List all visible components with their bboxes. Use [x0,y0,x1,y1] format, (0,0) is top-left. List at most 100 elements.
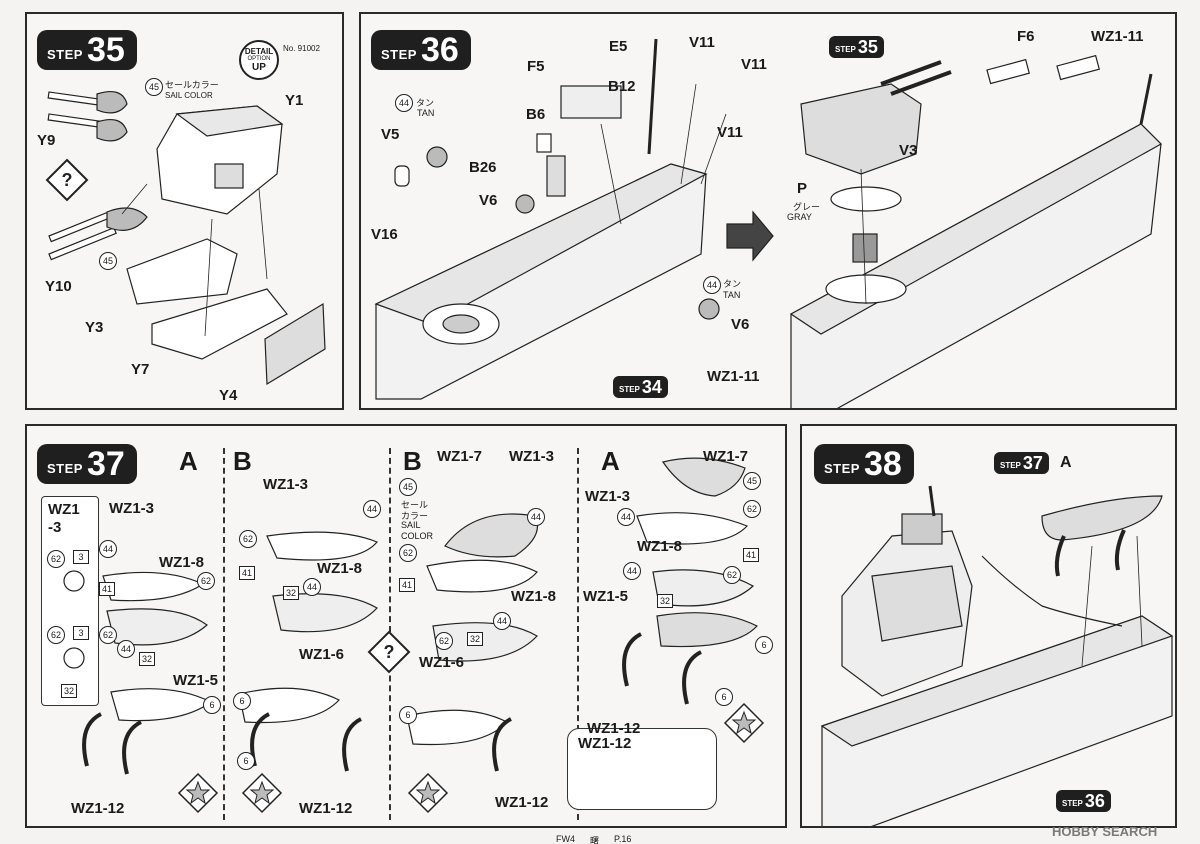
ref-step-37a: STEP 37 [994,452,1049,474]
part-wz1-3-a: WZ1-3 [109,500,154,517]
step-37-panel: STEP 37 A B B A WZ1 -3 62 3 62 3 32 [25,424,787,828]
part-wz1-12-b: WZ1-12 [299,800,353,817]
part-b12: B12 [608,78,636,95]
paint-41-c: 41 [399,578,415,592]
paint-6-b: 6 [233,692,251,710]
part-e5: E5 [609,38,628,55]
paint-32-c: 32 [283,586,299,600]
paint-32-d: 32 [467,632,483,646]
part-f6: F6 [1017,28,1035,45]
step-37-badge: STEP 37 [37,444,137,484]
paint-6-d: 6 [399,706,417,724]
paint-41-d: 41 [743,548,759,562]
svg-text:?: ? [62,170,73,190]
ref-step-34: STEP 34 [613,376,668,398]
sail-jp-1: セール [401,500,429,510]
paint-45-c: 45 [743,472,761,490]
part-y7: Y7 [131,361,150,378]
paint-32-a: 32 [61,684,77,698]
part-y4: Y4 [219,387,238,404]
paint-gray-marker: P [797,180,808,197]
paint-3-b: 3 [73,626,89,640]
part-wz1-8-a: WZ1-8 [159,554,204,571]
boat-assembly-drawing [63,457,758,775]
part-wz1-7-b: WZ1-7 [703,448,748,465]
paint-44-e: 44 [527,508,545,526]
ref-step-36: STEP 36 [1056,790,1111,812]
paint-45-marker-b: 45 [99,252,117,270]
part-wz1-3-d: WZ1-3 [585,488,630,505]
paint-32-e: 32 [657,594,673,608]
part-v11-b: V11 [741,56,767,73]
part-wz1-8-b: WZ1-8 [317,560,362,577]
part-wz1-6-b: WZ1-6 [419,654,464,671]
detail-up-badge: DETAIL OPTION UP [239,40,279,80]
watermark: HOBBY SEARCH [1052,824,1158,839]
ref-step-35: STEP 35 [829,36,884,58]
paint-41-a: 41 [99,582,115,596]
paint-62-c: 62 [197,572,215,590]
footer-left: FW4 [556,834,575,844]
swap-hint-icon: ? [45,158,89,202]
step-36-panel: STEP 36 [359,12,1177,410]
part-wz1-12-a: WZ1-12 [71,800,125,817]
paint-62-i: 62 [723,566,741,584]
part-wz1-7-a: WZ1-7 [437,448,482,465]
paint-32-b: 32 [139,652,155,666]
star-icon-1 [177,772,219,814]
paint-44-a: 44 [99,540,117,558]
variant-b-left: B [233,446,252,476]
part-v16: V16 [371,226,398,243]
paint-6-c: 6 [237,752,255,770]
paint-44-f: 44 [493,612,511,630]
paint-tan-marker-b: 44 [703,276,721,294]
product-number: No. 91002 [283,44,320,53]
step-35-badge: STEP 35 [37,30,137,70]
part-wz1-6-a: WZ1-6 [299,646,344,663]
paint-62-a: 62 [47,550,65,568]
wz1-12-callout-label: WZ1-12 [578,735,632,752]
tan-jp-a: タン [416,98,435,108]
part-v6-a: V6 [479,192,498,209]
variant-a-right: A [601,446,620,476]
bridge-assembly-drawing [820,485,1174,826]
tan-en-b: TAN [723,290,741,300]
paint-45-marker: 45 [145,78,163,96]
part-wz1-8-d: WZ1-8 [637,538,682,555]
step-35-panel: STEP 35 DETAIL OPTION UP No. 91002 45 セー… [25,12,344,410]
footer-page: P.16 [614,834,632,844]
swap-hint-icon-b: ? [367,630,411,674]
star-icon-3 [407,772,449,814]
paint-62-f: 62 [399,544,417,562]
paint-44-d: 44 [303,578,321,596]
wz1-12-callout: WZ1-12 [567,728,717,810]
paint-3-a: 3 [73,550,89,564]
variant-b-right: B [403,446,422,476]
variant-a-left: A [179,446,198,476]
part-v3: V3 [899,142,918,159]
paint-41-b: 41 [239,566,255,580]
turret-assembly-drawing [47,91,326,386]
part-wz1-5-b: WZ1-5 [583,588,628,605]
ref-step-37a-suffix: A [1060,454,1072,471]
part-wz1-12-c: WZ1-12 [495,794,549,811]
paint-6-e: 6 [755,636,773,654]
paint-62-e: 62 [239,530,257,548]
paint-tan-marker-a: 44 [395,94,413,112]
part-b6: B6 [526,106,546,123]
star-icon-4 [723,702,765,744]
gray-en: GRAY [787,212,812,222]
paint-44-h: 44 [623,562,641,580]
step-38-badge: STEP 38 [814,444,914,484]
tan-jp-b: タン [723,279,742,289]
part-v5: V5 [381,126,400,143]
part-y10: Y10 [45,278,72,295]
part-wz1-3-c: WZ1-3 [509,448,554,465]
step-38-panel: STEP 38 STEP 37 A STEP 36 [800,424,1177,828]
paint-62-h: 62 [743,500,761,518]
part-wz1-5-a: WZ1-5 [173,672,218,689]
wz1-3-detail-box: WZ1 -3 [41,496,99,706]
part-wz1-11-b: WZ1-11 [1091,28,1144,45]
tan-en-a: TAN [417,108,435,118]
svg-text:?: ? [384,642,395,662]
